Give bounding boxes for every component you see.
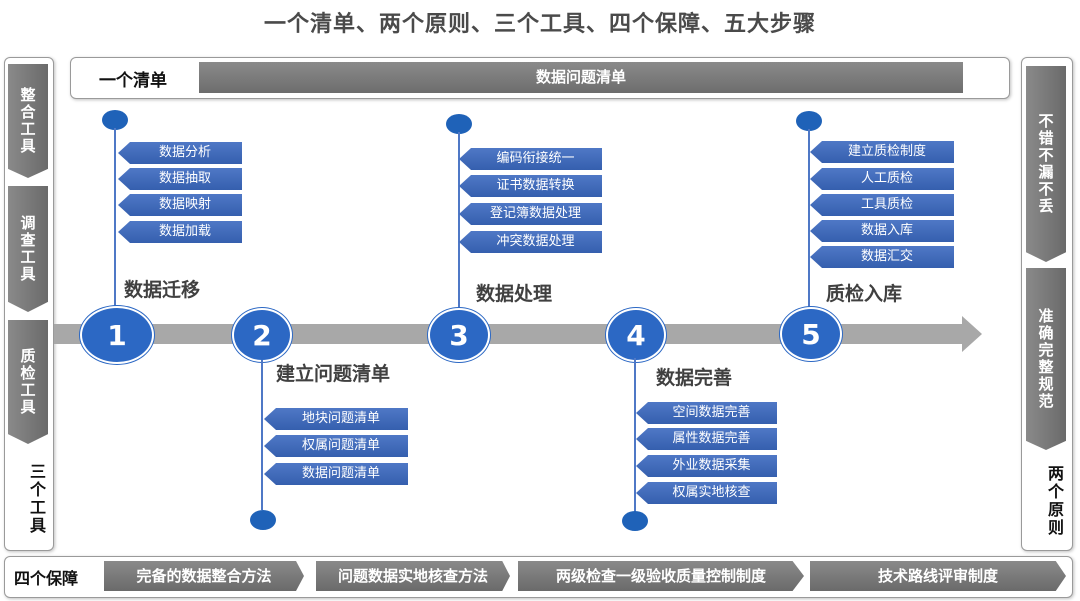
principle-tab-2: 准确完整规范: [1026, 268, 1066, 450]
step-3-top-dot: [446, 114, 472, 134]
timeline-arrow-head: [962, 316, 982, 352]
right-panel-label: 两个原则: [1045, 465, 1064, 537]
guarantee-4: 技术路线评审制度: [810, 561, 1066, 591]
step-5-name: 质检入库: [826, 283, 903, 305]
step-3-circle: 3: [428, 308, 490, 362]
step-1-name: 数据迁移: [124, 279, 201, 301]
top-bar: 一个清单 数据问题清单: [70, 57, 1010, 99]
bottom-bar-label: 四个保障: [14, 569, 79, 588]
step-1-item-4: 数据加载: [118, 221, 242, 243]
left-panel: 整合工具 调查工具 质检工具 三个工具: [4, 57, 54, 551]
step-4-circle: 4: [606, 308, 666, 362]
step-5-top-dot: [796, 111, 822, 131]
step-1-top-dot: [102, 110, 128, 130]
tool-tab-3: 质检工具: [8, 320, 48, 444]
step-5-item-2: 人工质检: [810, 168, 954, 190]
step-4-item-3: 外业数据采集: [636, 455, 777, 477]
step-4-item-1: 空间数据完善: [636, 402, 777, 424]
step-5-line: [808, 129, 810, 309]
step-4-item-4: 权属实地核查: [636, 482, 777, 504]
step-2-name: 建立问题清单: [276, 363, 391, 385]
step-5-circle: 5: [780, 307, 842, 361]
step-4-item-2: 属性数据完善: [636, 428, 777, 450]
step-3-line: [458, 132, 460, 312]
step-3-item-3: 登记簿数据处理: [459, 203, 602, 225]
step-3-item-4: 冲突数据处理: [459, 231, 602, 253]
step-5-item-3: 工具质检: [810, 194, 954, 216]
step-3-item-2: 证书数据转换: [459, 175, 602, 197]
step-4-line: [634, 358, 636, 514]
step-5-item-1: 建立质检制度: [810, 141, 954, 163]
left-panel-label: 三个工具: [27, 463, 46, 535]
step-3-item-1: 编码衔接统一: [459, 148, 602, 170]
step-5-item-4: 数据入库: [810, 220, 954, 242]
guarantee-1: 完备的数据整合方法: [104, 561, 304, 591]
step-4-bottom-dot: [622, 511, 648, 531]
step-4-name: 数据完善: [656, 367, 733, 389]
step-2-bottom-dot: [250, 510, 276, 530]
step-5-item-5: 数据汇交: [810, 246, 954, 268]
step-2-item-3: 数据问题清单: [264, 463, 408, 485]
guarantee-2: 问题数据实地核查方法: [316, 561, 510, 591]
step-1-item-3: 数据映射: [118, 194, 242, 216]
step-3-name: 数据处理: [476, 283, 553, 305]
right-panel: 不错不漏不丢 准确完整规范 两个原则: [1021, 57, 1073, 551]
step-1-item-2: 数据抽取: [118, 168, 242, 190]
guarantee-3: 两级检查一级验收质量控制制度: [518, 561, 804, 591]
step-2-item-1: 地块问题清单: [264, 408, 408, 430]
tool-tab-1: 整合工具: [8, 64, 48, 178]
top-bar-label: 一个清单: [99, 71, 167, 91]
step-2-circle: 2: [232, 308, 292, 362]
tool-tab-2: 调查工具: [8, 186, 48, 312]
diagram-title: 一个清单、两个原则、三个工具、四个保障、五大步骤: [263, 12, 816, 37]
step-2-item-2: 权属问题清单: [264, 435, 408, 457]
step-1-item-1: 数据分析: [118, 142, 242, 164]
step-1-line: [114, 128, 116, 308]
principle-tab-1: 不错不漏不丢: [1026, 66, 1066, 262]
step-2-line: [261, 360, 263, 510]
top-bar-content: 数据问题清单: [199, 62, 963, 93]
step-1-circle: 1: [80, 306, 154, 364]
